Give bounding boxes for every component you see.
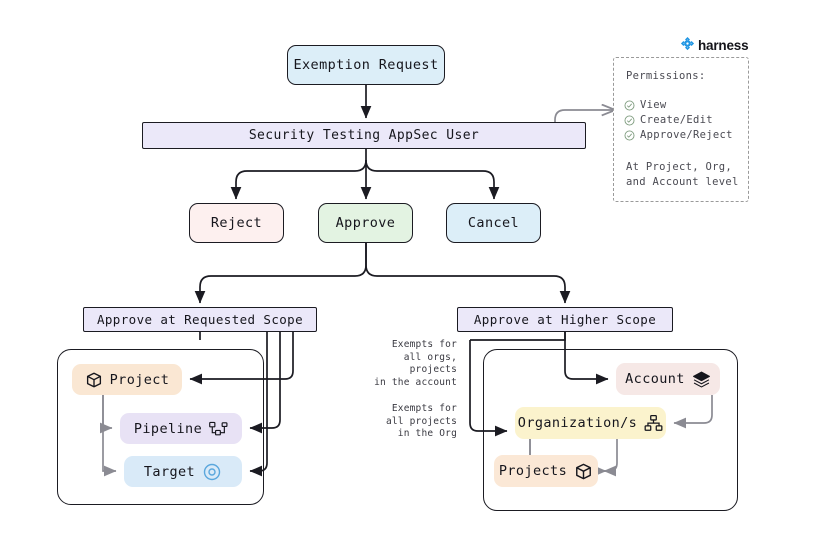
node-approve-at-higher-scope[interactable]: Approve at Higher Scope	[457, 307, 673, 332]
entity-label: Projects	[498, 463, 568, 479]
permission-item: Approve/Reject	[624, 128, 733, 143]
permissions-list: View Create/Edit Approve/Reject	[624, 98, 733, 143]
permissions-panel: Permissions: View Create/Edit	[613, 57, 749, 202]
permissions-title: Permissions:	[626, 70, 706, 82]
target-icon	[202, 462, 222, 482]
harness-wordmark: harness	[698, 38, 749, 53]
approve-button[interactable]: Approve	[318, 203, 413, 243]
entity-account[interactable]: Account	[616, 363, 720, 395]
node-approve-at-requested-scope[interactable]: Approve at Requested Scope	[83, 307, 317, 332]
entity-organizations[interactable]: Organization/s	[515, 407, 666, 439]
permission-label: View	[640, 99, 667, 111]
permission-item: Create/Edit	[624, 113, 733, 128]
permissions-footer: At Project, Org, and Account level	[626, 161, 739, 188]
entity-label: Account	[625, 371, 685, 387]
annotation-account-exempts: Exempts for all orgs, projects in the ac…	[374, 339, 457, 388]
entity-target[interactable]: Target	[124, 456, 242, 487]
check-circle-icon	[624, 130, 635, 141]
higher-scope-group	[483, 349, 738, 511]
cube-icon	[85, 371, 103, 389]
entity-label: Pipeline	[133, 420, 203, 437]
requested-scope-group	[57, 349, 264, 505]
cube-icon	[574, 462, 593, 481]
check-circle-icon	[624, 100, 635, 111]
node-label: Approve at Requested Scope	[96, 312, 304, 327]
harness-logo: harness	[680, 36, 749, 55]
pipeline-icon	[209, 421, 228, 437]
entity-label: Target	[143, 463, 196, 480]
cancel-button[interactable]: Cancel	[446, 203, 541, 243]
node-label: Cancel	[467, 215, 520, 231]
entity-projects[interactable]: Projects	[494, 455, 598, 487]
entity-project[interactable]: Project	[72, 364, 182, 395]
layers-icon	[692, 370, 711, 389]
reject-button[interactable]: Reject	[189, 203, 284, 243]
entity-pipeline[interactable]: Pipeline	[120, 413, 242, 444]
node-label: Approve	[335, 215, 396, 231]
permission-label: Approve/Reject	[640, 129, 733, 141]
node-security-testing-appsec-user[interactable]: Security Testing AppSec User	[142, 122, 586, 149]
harness-diamond-icon	[680, 36, 695, 55]
entity-label: Project	[109, 371, 170, 388]
node-label: Security Testing AppSec User	[248, 128, 480, 143]
node-exemption-request[interactable]: Exemption Request	[287, 45, 445, 85]
node-label: Approve at Higher Scope	[473, 312, 657, 327]
node-label: Reject	[210, 215, 263, 231]
annotation-org-exempts: Exempts for all projects in the Org	[385, 403, 457, 439]
permission-label: Create/Edit	[640, 114, 713, 126]
entity-label: Organization/s	[517, 415, 638, 431]
hierarchy-icon	[644, 414, 663, 433]
check-circle-icon	[624, 115, 635, 126]
node-label: Exemption Request	[293, 57, 439, 73]
permission-item: View	[624, 98, 733, 113]
